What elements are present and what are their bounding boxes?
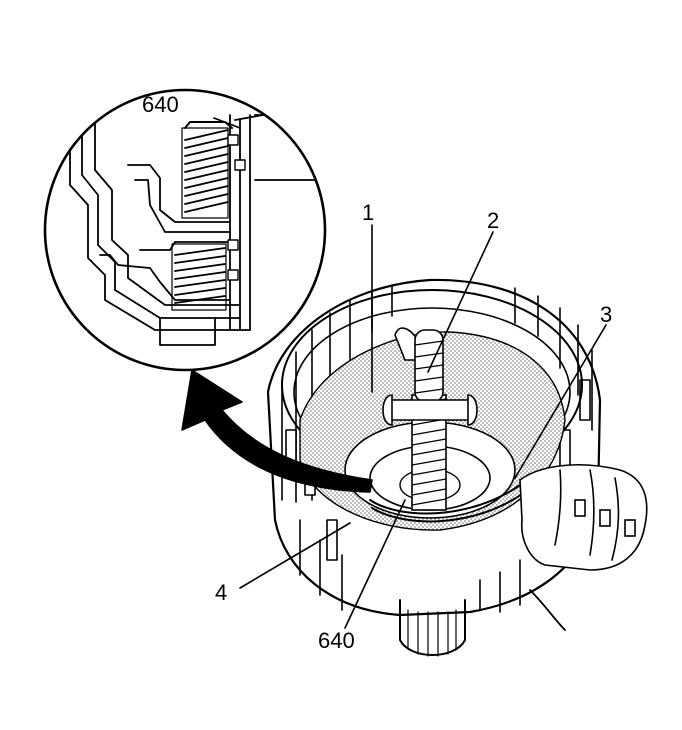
hand-icon	[519, 464, 648, 631]
callout-2: 2	[487, 208, 499, 233]
callout-640-detail: 640	[142, 92, 179, 117]
callout-4: 4	[215, 580, 227, 605]
leader-lines	[213, 117, 607, 629]
callout-1: 1	[362, 200, 374, 225]
curved-arrow-icon	[181, 369, 373, 493]
callout-640-bottom: 640	[318, 628, 355, 653]
detail-inset	[43, 88, 327, 372]
callout-3: 3	[600, 302, 612, 327]
spring-compressor-tool	[382, 327, 478, 511]
